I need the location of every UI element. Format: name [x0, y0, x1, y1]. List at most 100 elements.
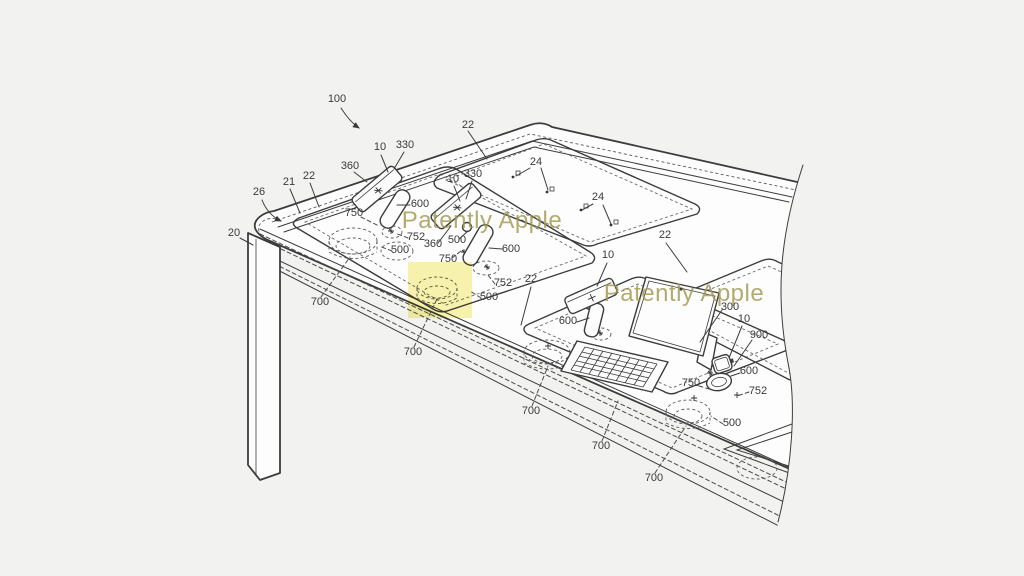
phone1-stand — [379, 189, 411, 229]
ref-label-10-phone1: 10 — [374, 141, 386, 153]
spark-mark — [691, 395, 697, 401]
ref-label-752-left: 752 — [407, 231, 425, 243]
ref-label-330-phone1: 330 — [396, 139, 414, 151]
apron-dashed-2 — [261, 239, 803, 576]
tablet-screen — [628, 276, 720, 357]
phone-3 — [564, 277, 618, 315]
ref-label-700-c: 700 — [522, 405, 540, 417]
watermark-2: Patently Apple — [604, 280, 764, 307]
ref-label-22-rim: 22 — [303, 170, 315, 182]
apron-bottom-edge — [258, 250, 803, 576]
ref-label-330-phone2: 330 — [464, 168, 482, 180]
watch-band-inner — [711, 376, 727, 388]
screen-bezel — [632, 280, 716, 353]
ref-label-360-phone1: 360 — [341, 160, 359, 172]
table-drawing — [247, 122, 803, 576]
ref-label-500-mid: 500 — [480, 291, 498, 303]
ref-label-900: 900 — [750, 329, 768, 341]
ref-label-500-br: 500 — [723, 417, 741, 429]
ref-label-700-b: 700 — [404, 346, 422, 358]
ref-label-26: 26 — [253, 186, 265, 198]
apron-lip-line — [259, 228, 803, 576]
marker-dot — [609, 223, 613, 227]
table-top-surface — [253, 122, 803, 576]
ref-label-700-a: 700 — [311, 296, 329, 308]
phone-2 — [430, 182, 482, 230]
keyboard-grid — [570, 346, 658, 388]
ref-label-10-phone2: 10 — [447, 173, 459, 185]
ref-label-24-a: 24 — [530, 156, 542, 168]
marker-dot — [511, 175, 515, 179]
coil — [380, 241, 414, 261]
zone-bottom-dashed — [533, 283, 780, 389]
watch-screen — [714, 356, 730, 372]
ref-label-360-phone2: 360 — [424, 238, 442, 250]
ref-label-500-phone2: 500 — [448, 234, 466, 246]
ref-label-500-left: 500 — [391, 244, 409, 256]
table-leg — [247, 232, 281, 481]
camera-dot — [679, 287, 683, 291]
watermark-1: Patently Apple — [402, 207, 562, 234]
ref-label-700-d: 700 — [592, 440, 610, 452]
spark-mark — [545, 343, 551, 349]
highlight-box — [408, 262, 472, 318]
zone-left-dashed — [303, 173, 588, 306]
zone-left — [292, 166, 596, 313]
ref-label-22-zone-right: 22 — [659, 229, 671, 241]
tablet-with-keyboard — [560, 276, 720, 393]
coil-inner — [673, 408, 703, 424]
ref-label-20: 20 — [228, 227, 240, 239]
leader-lines — [239, 107, 753, 377]
spark-mark — [388, 228, 394, 234]
coil-side — [665, 412, 711, 429]
zone-bottom — [523, 276, 789, 395]
apron-dashed-3 — [260, 256, 803, 576]
accessory-markers-24 — [511, 170, 619, 227]
leader-26-arrow — [261, 199, 282, 222]
coil — [472, 260, 500, 276]
watch-crown — [729, 358, 735, 364]
reference-labels: 100 22 10 330 360 21 22 26 20 750 600 75… — [228, 93, 768, 484]
zone-right-dashed — [664, 265, 803, 376]
watch — [705, 353, 735, 392]
spark-mark — [484, 264, 490, 270]
ref-label-700-e: 700 — [645, 472, 663, 484]
ref-label-750-mid: 750 — [439, 253, 457, 265]
marker-dot — [545, 190, 549, 194]
spark-mark — [707, 370, 713, 376]
ref-label-10-phone3: 10 — [602, 249, 614, 261]
mat-corner-chevron-outer — [722, 423, 793, 475]
ref-label-750-left: 750 — [345, 207, 363, 219]
apron-dashed-1 — [259, 233, 803, 576]
ref-label-22-top: 22 — [462, 119, 474, 131]
apron-lower-lip — [261, 261, 803, 576]
ref-label-10-watch: 10 — [738, 313, 750, 325]
coil-inner — [531, 348, 563, 364]
marker-square — [549, 186, 555, 192]
torn-edge-curve — [777, 164, 804, 523]
marker-dot — [579, 208, 583, 212]
coil-side — [328, 241, 378, 259]
ref-label-100: 100 — [328, 93, 346, 105]
marker-square — [613, 219, 619, 225]
ref-label-21: 21 — [283, 176, 295, 188]
zone-top-dashed — [444, 143, 694, 243]
ref-label-22-zone-bottom: 22 — [525, 273, 537, 285]
ref-label-752-mid: 752 — [494, 277, 512, 289]
coil-inner — [335, 237, 371, 255]
ref-label-600-phone1: 600 — [411, 198, 429, 210]
mat-corner-chevron-inner — [735, 431, 793, 468]
zone-top — [433, 138, 701, 247]
ref-label-600-watch: 600 — [740, 365, 758, 377]
ref-label-600-phone2: 600 — [502, 243, 520, 255]
coil — [736, 456, 778, 480]
coil — [381, 225, 403, 239]
ref-label-24-b: 24 — [592, 191, 604, 203]
dashed-leader-lines — [320, 216, 750, 474]
coil — [590, 327, 612, 341]
ref-label-300: 300 — [721, 301, 739, 313]
ref-label-600-phone3: 600 — [559, 315, 577, 327]
ref-label-752-br: 752 — [749, 385, 767, 397]
